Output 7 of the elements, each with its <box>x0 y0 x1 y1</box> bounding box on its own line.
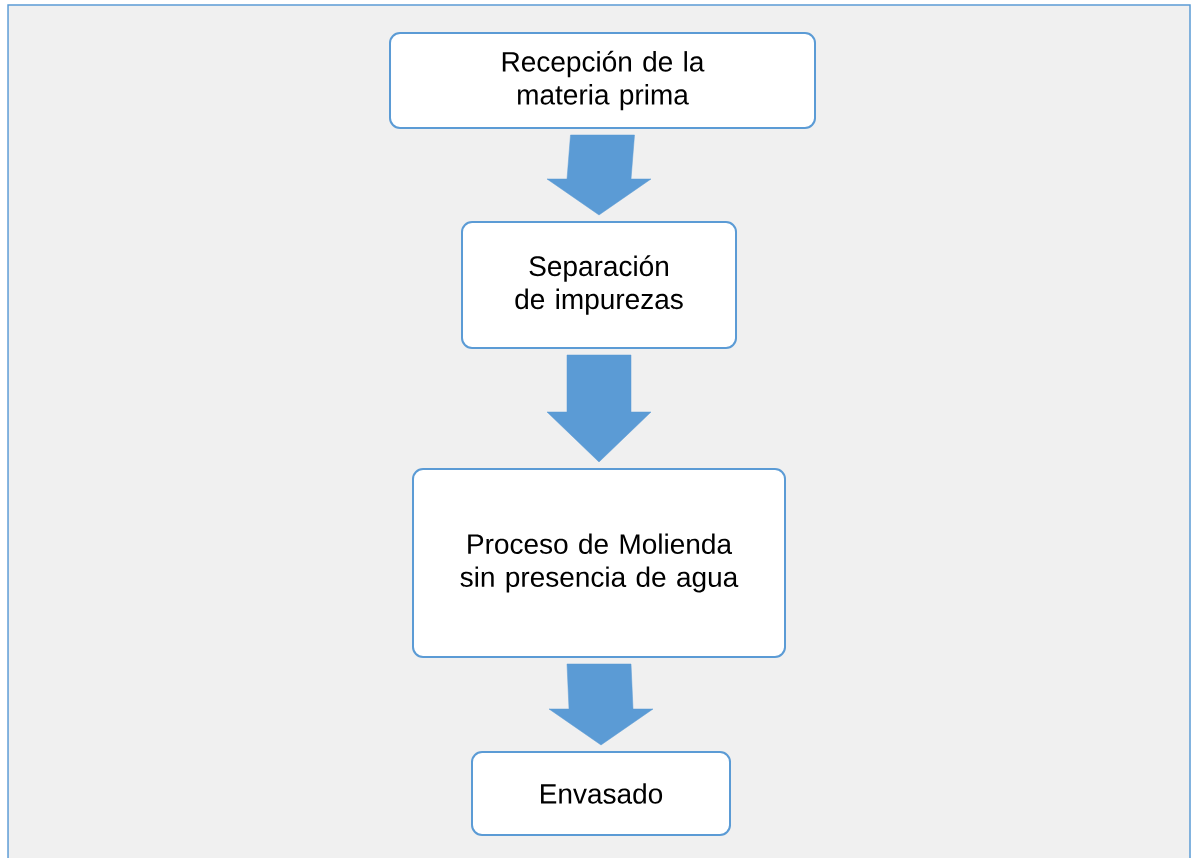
block-arrow <box>546 134 652 216</box>
process-box: Envasado <box>471 751 731 836</box>
block-arrow <box>546 354 652 463</box>
block-arrow <box>548 663 654 746</box>
process-box: Proceso de Molienda sin presencia de agua <box>412 468 786 658</box>
process-box: Recepción de la materia prima <box>389 32 816 129</box>
process-box: Separación de impurezas <box>461 221 737 349</box>
